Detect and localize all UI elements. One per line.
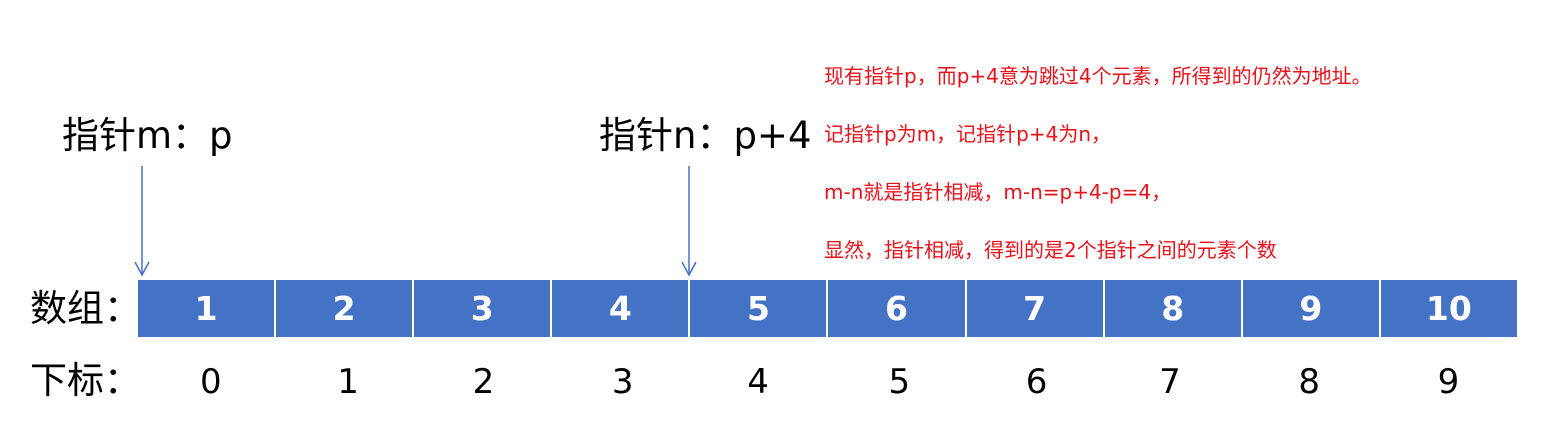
arrow-m <box>134 166 150 277</box>
array-cell: 8 <box>1105 280 1243 337</box>
array-cell: 1 <box>138 280 277 337</box>
index-value: 5 <box>888 362 911 402</box>
index-value: 1 <box>337 362 359 402</box>
index-cell: 4 <box>691 358 826 406</box>
array-cell: 3 <box>414 280 553 337</box>
pointer-m-label: 指针m：p <box>62 114 233 157</box>
index-value: 3 <box>611 362 634 402</box>
index-row-label: 下标： <box>30 359 141 402</box>
index-value: 0 <box>200 362 222 402</box>
index-cell: 3 <box>552 358 691 406</box>
note-line-1: 现有指针p，而p+4意为跳过4个元素，所得到的仍然为地址。 <box>824 64 1372 88</box>
arrow-n <box>681 166 697 277</box>
array-cell: 4 <box>552 280 691 337</box>
index-value: 2 <box>472 362 495 402</box>
index-cell: 2 <box>417 358 552 406</box>
array-cell: 6 <box>828 280 967 337</box>
array-cell: 10 <box>1425 289 1472 328</box>
index-value: 7 <box>1159 362 1181 402</box>
array-cell: 7 <box>967 280 1105 337</box>
array-cell: 2 <box>276 280 415 337</box>
explanation-notes: 现有指针p，而p+4意为跳过4个元素，所得到的仍然为地址。 记指针p为m，记指针… <box>824 62 1524 294</box>
array-cell: 5 <box>690 280 829 337</box>
index-cell: 0 <box>138 358 279 406</box>
pointer-n-label: 指针n：p+4 <box>599 114 812 157</box>
index-cell: 6 <box>968 358 1105 406</box>
index-value: 8 <box>1298 362 1321 402</box>
index-cell: 1 <box>279 358 416 406</box>
index-cell: 5 <box>826 358 967 406</box>
index-values: 0 1 2 3 4 5 6 7 8 9 <box>138 358 1517 406</box>
index-value: 9 <box>1437 362 1460 402</box>
index-cell: 9 <box>1378 358 1517 406</box>
index-value: 4 <box>747 362 769 402</box>
array-row-label: 数组： <box>30 287 141 330</box>
index-cell: 7 <box>1105 358 1238 406</box>
index-value: 6 <box>1025 362 1048 402</box>
note-line-3: m-n就是指针相减，m-n=p+4-p=4， <box>824 180 1172 204</box>
array-cell: 9 <box>1243 280 1381 337</box>
note-line-4: 显然，指针相减，得到的是2个指针之间的元素个数 <box>824 238 1277 262</box>
note-line-2: 记指针p为m，记指针p+4为n， <box>824 122 1112 146</box>
array-cells: 1 2 3 4 5 6 7 8 9 10 <box>138 280 1517 337</box>
index-cell: 8 <box>1238 358 1377 406</box>
